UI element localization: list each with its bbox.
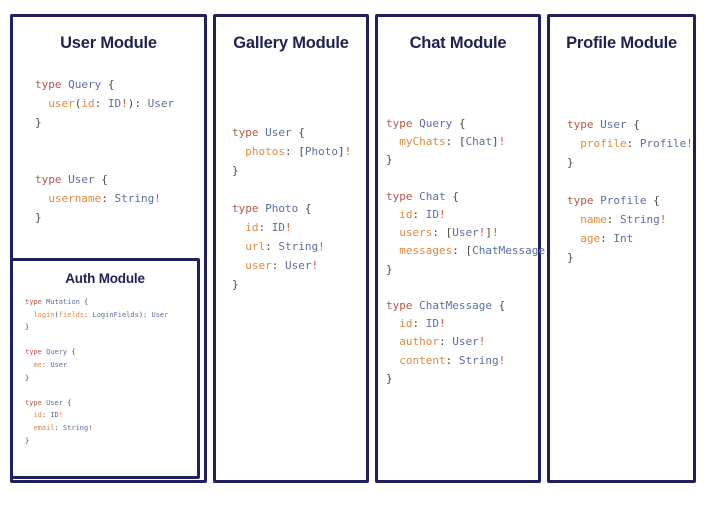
schema-code-auth-module: type Mutation { login(fields: LoginField… — [25, 298, 169, 445]
panel-chat-module[interactable]: Chat Module type Query { myChats: [Chat]… — [375, 14, 558, 483]
schema-code-user-module: type Query { user(id: ID!): User } type … — [35, 78, 175, 224]
panel-title-chat-module: Chat Module — [409, 34, 507, 52]
panel-auth-module[interactable]: Auth Module type Mutation { login(fields… — [10, 258, 200, 479]
schema-code-profile-module: type User { profile: Profile! } type Pro… — [567, 118, 693, 264]
panel-gallery-module[interactable]: Gallery Module type User { photos: [Phot… — [213, 14, 369, 483]
panel-title-profile-module: Profile Module — [566, 34, 677, 52]
schema-code-gallery-module: type User { photos: [Photo]! } type Phot… — [232, 126, 352, 291]
panel-title-user-module: User Module — [60, 34, 157, 52]
panel-title-auth-module: Auth Module — [65, 271, 145, 286]
panel-profile-module[interactable]: Profile Module type User { profile: Prof… — [547, 14, 696, 483]
panel-title-gallery-module: Gallery Module — [233, 34, 349, 52]
schema-code-chat-module: type Query { myChats: [Chat]! } type Cha… — [386, 117, 558, 385]
